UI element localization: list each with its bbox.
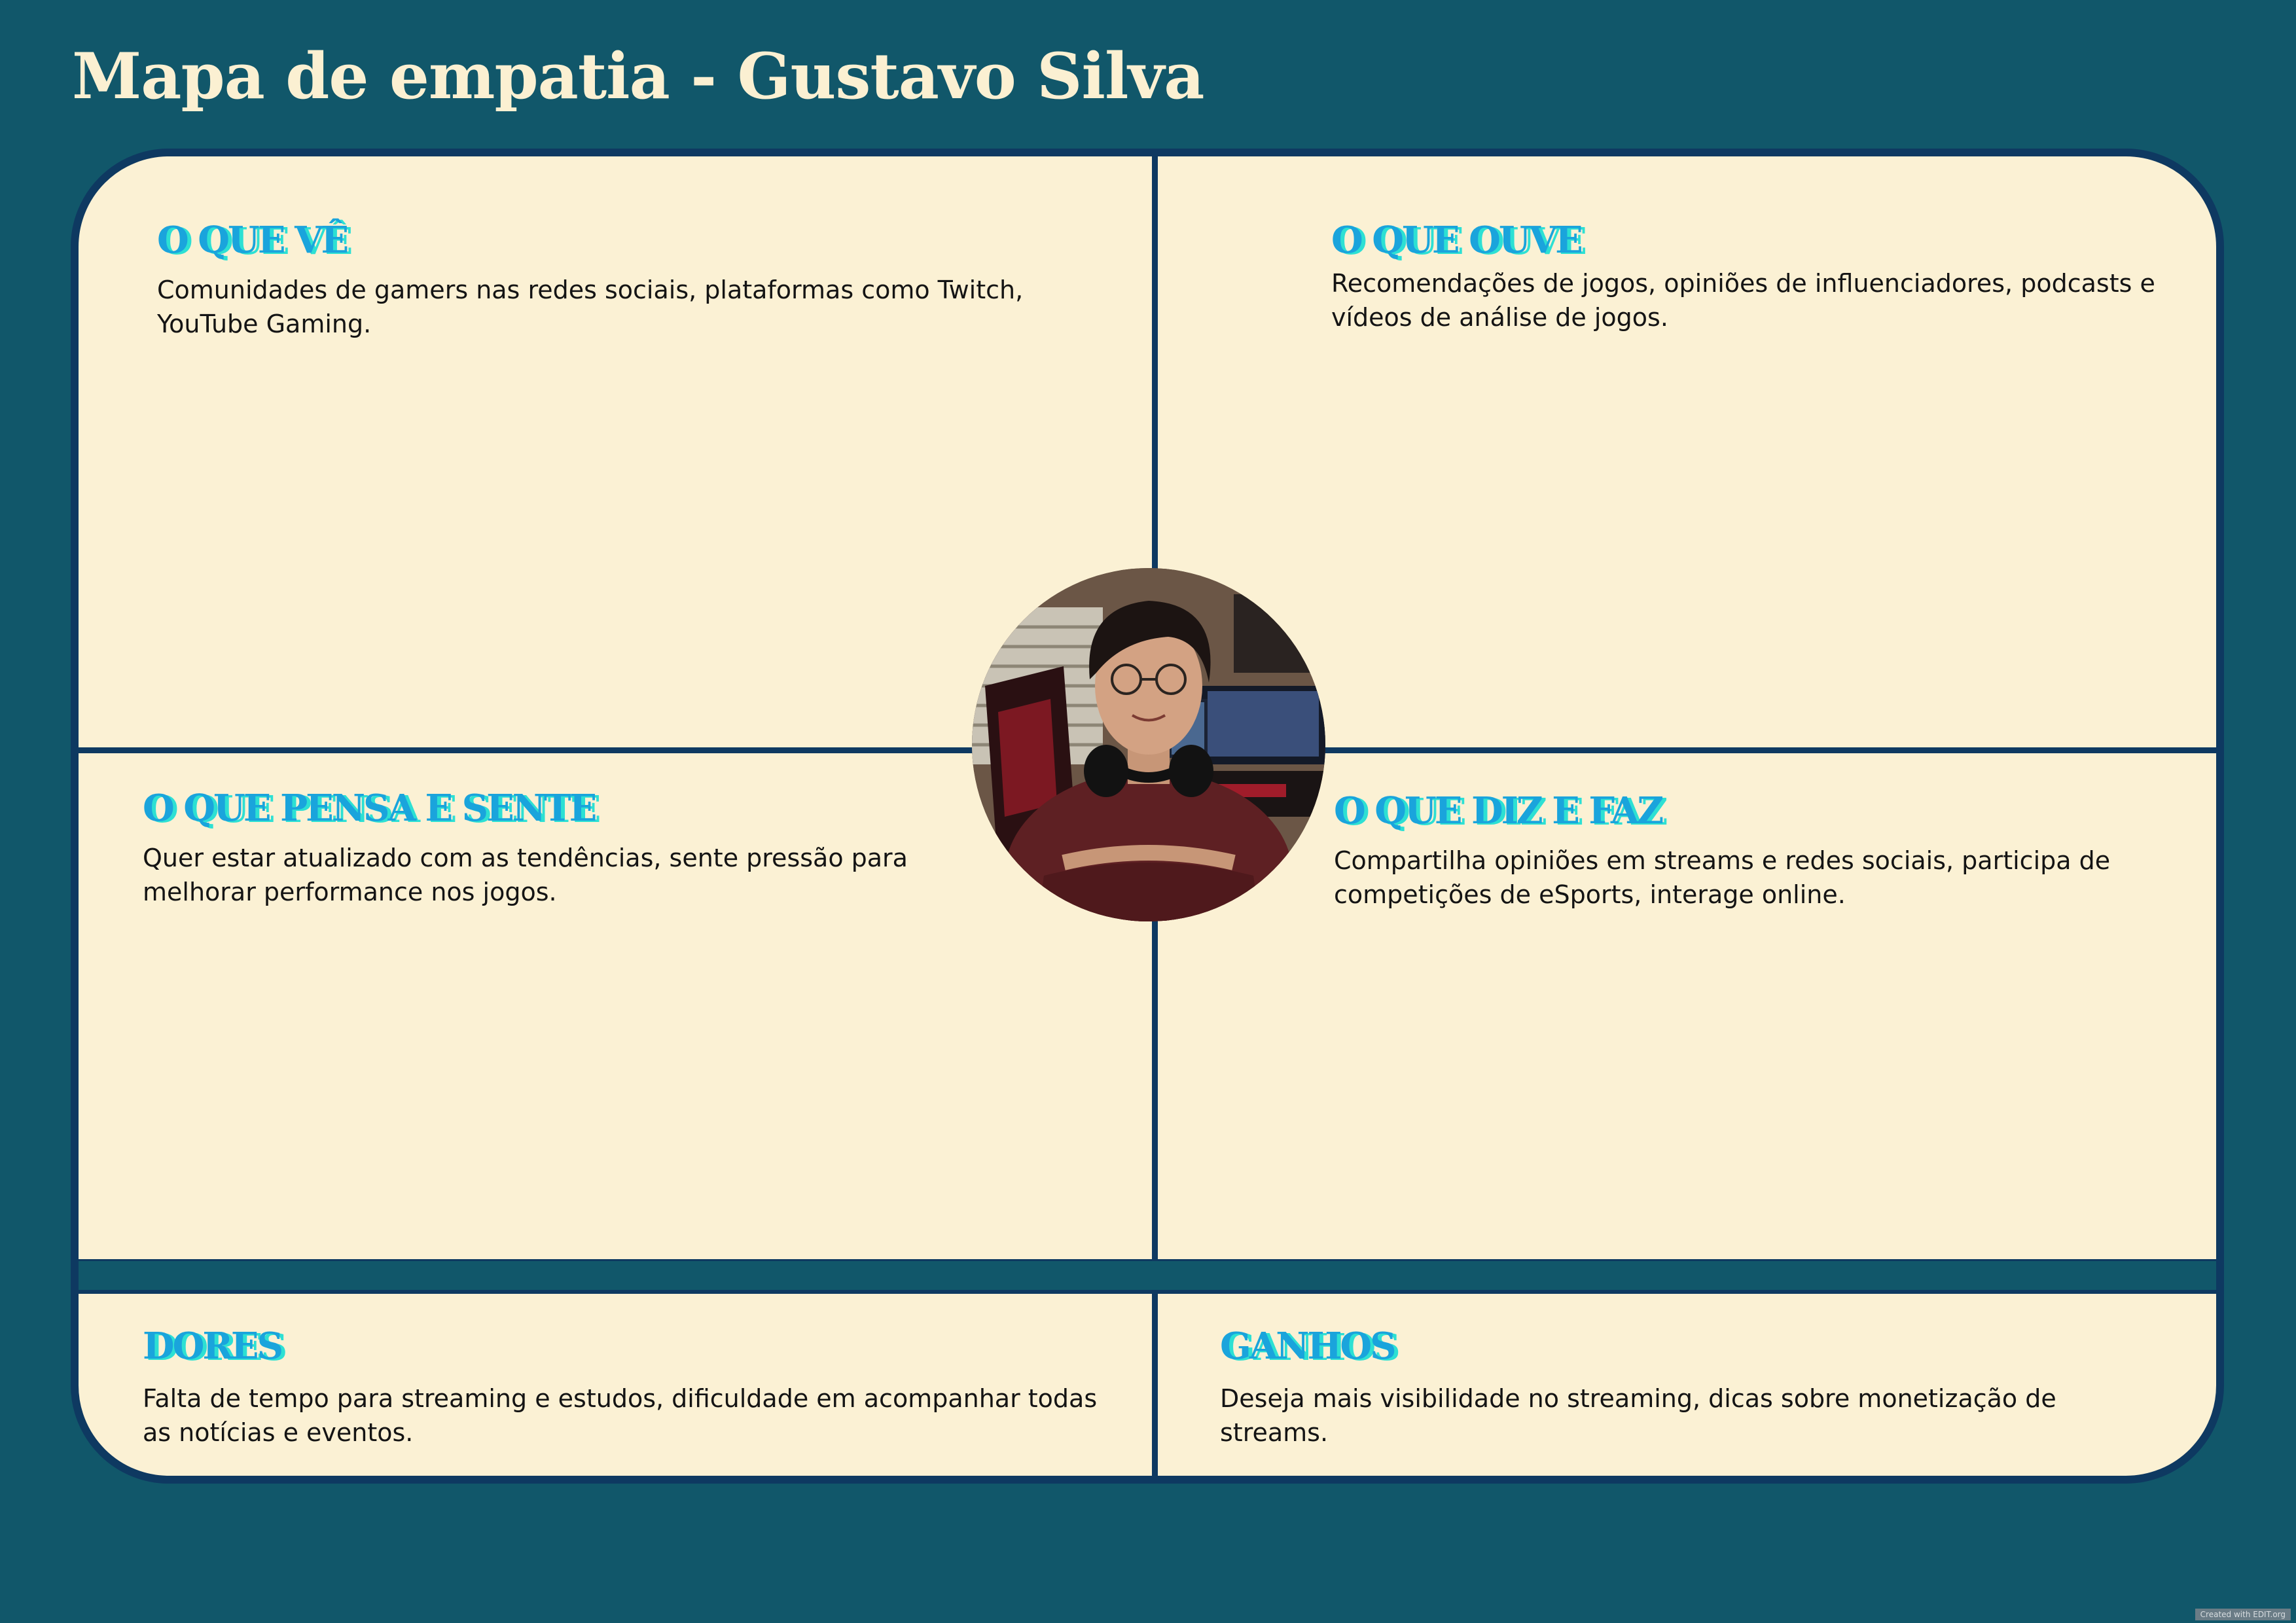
section-o-que-diz-e-faz: O QUE DIZ E FAZ Compartilha opiniões em … [1334,793,2191,912]
watermark: Created with EDIT.org [2195,1609,2291,1620]
section-heading-o-que-diz-e-faz: O QUE DIZ E FAZ [1334,789,1664,832]
page-title: Mapa de empatia - Gustavo Silva [72,39,1204,113]
section-heading-o-que-ve: O QUE VÊ [157,219,349,262]
section-o-que-pensa-e-sente: O QUE PENSA E SENTE Quer estar atualizad… [143,790,948,909]
persona-portrait-icon [972,568,1325,921]
section-o-que-ouve: O QUE OUVE Recomendações de jogos, opini… [1331,222,2182,334]
section-heading-o-que-ouve: O QUE OUVE [1331,219,1583,262]
section-heading-ganhos: GANHOS [1220,1325,1397,1368]
empathy-map-board: O QUE VÊ Comunidades de gamers nas redes… [71,149,2224,1484]
section-ganhos: GANHOS Deseja mais visibilidade no strea… [1220,1328,2071,1450]
band-border-bottom [79,1290,2216,1294]
section-heading-dores: DORES [143,1325,283,1368]
persona-avatar [972,568,1325,921]
section-heading-o-que-pensa-e-sente: O QUE PENSA E SENTE [143,787,597,830]
section-text-o-que-diz-e-faz: Compartilha opiniões em streams e redes … [1334,846,2111,909]
section-text-dores: Falta de tempo para streaming e estudos,… [143,1384,1098,1447]
section-dores: DORES Falta de tempo para streaming e es… [143,1328,1105,1450]
bottom-band-separator [79,1261,2216,1292]
section-text-o-que-ve: Comunidades de gamers nas redes sociais,… [157,276,1024,338]
section-o-que-ve: O QUE VÊ Comunidades de gamers nas redes… [157,222,1100,341]
section-text-ganhos: Deseja mais visibilidade no streaming, d… [1220,1384,2056,1447]
section-text-o-que-ouve: Recomendações de jogos, opiniões de infl… [1331,269,2155,332]
section-text-o-que-pensa-e-sente: Quer estar atualizado com as tendências,… [143,844,908,906]
